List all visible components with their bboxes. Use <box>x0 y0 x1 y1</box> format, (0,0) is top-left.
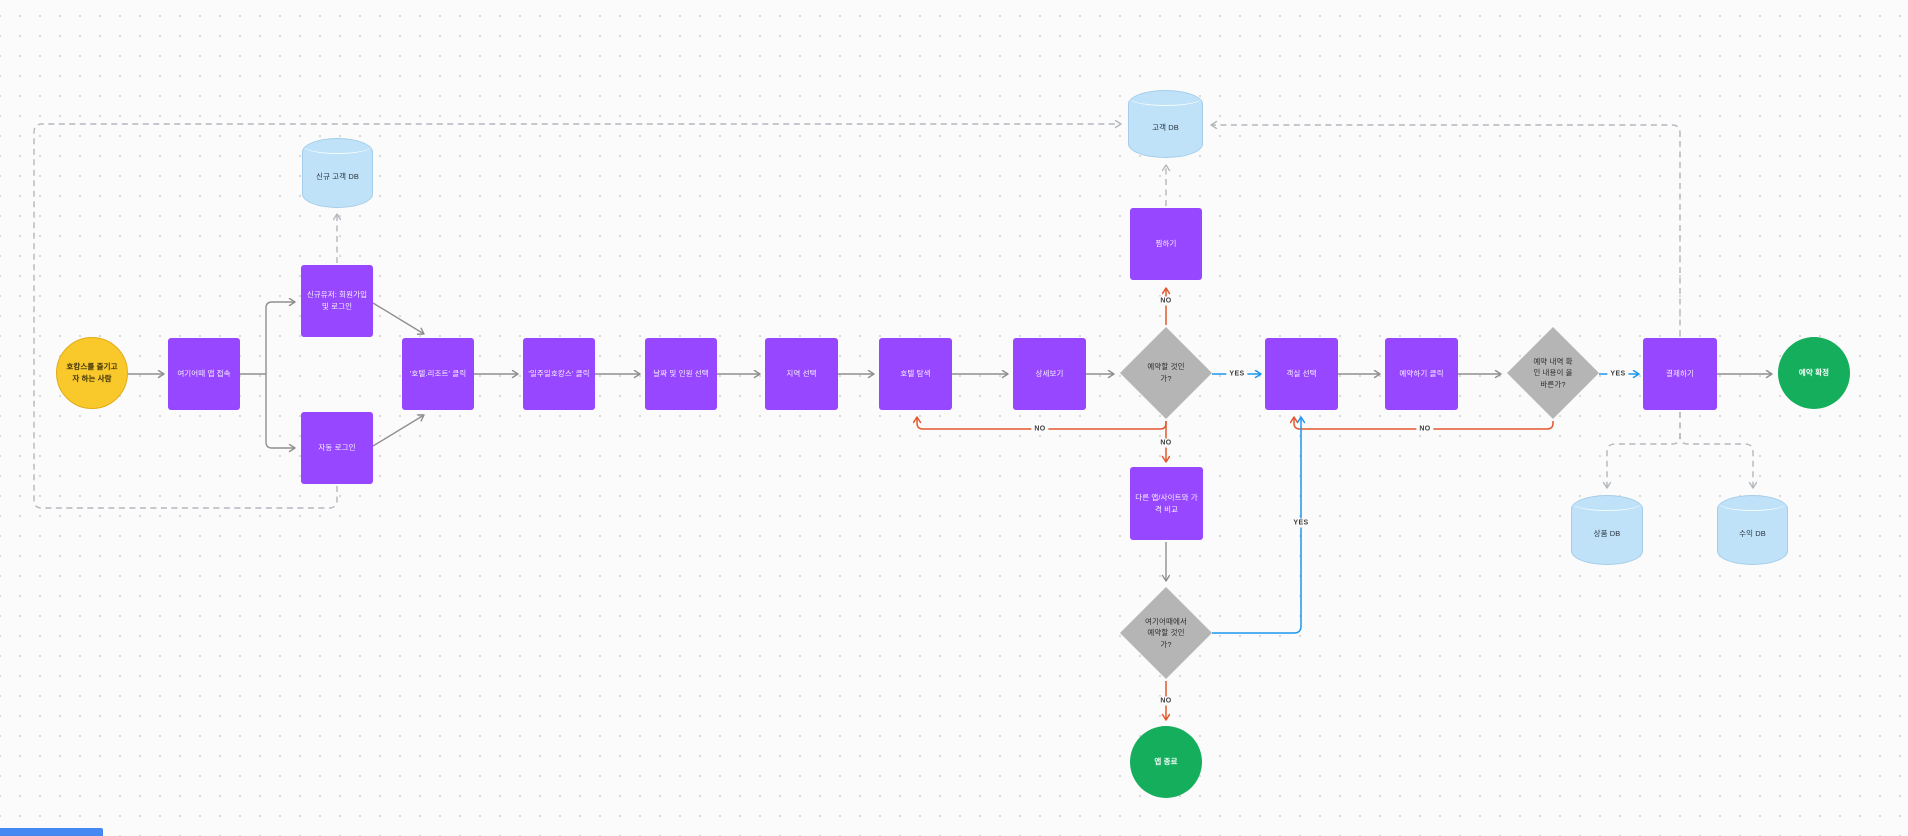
edge-label-no-loop-room: NO <box>1416 424 1434 434</box>
edge-label-no-exit: NO <box>1157 696 1175 706</box>
node-app-access[interactable]: 여기어때 앱 접속 <box>168 338 240 410</box>
edge-split-to-autologin <box>265 374 295 448</box>
edge-payment-to-customerdb <box>1211 125 1681 336</box>
node-auto-login[interactable]: 자동 로그인 <box>301 412 373 484</box>
edge-autologin-to-hotelresort <box>372 415 424 447</box>
edge-label-yes-decision3: YES <box>1290 518 1312 528</box>
node-room-select[interactable]: 객실 선택 <box>1265 338 1338 410</box>
node-app-exit[interactable]: 앱 종료 <box>1130 726 1202 798</box>
node-payment[interactable]: 결제하기 <box>1643 338 1717 410</box>
node-date-people-select[interactable]: 날짜 및 인원 선택 <box>645 338 717 410</box>
node-week-hocance-click[interactable]: '일주일호캉스' 클릭 <box>523 338 595 410</box>
node-booking-confirmed[interactable]: 예약 확정 <box>1778 337 1850 409</box>
edge-label-yes-decision1: YES <box>1226 369 1248 379</box>
edge-label-yes-decision2: YES <box>1607 369 1629 379</box>
edge-label-no-compare: NO <box>1157 438 1175 448</box>
node-hotel-resort-click[interactable]: '호텔.리조트' 클릭 <box>402 338 474 410</box>
edge-label-no-loop-search: NO <box>1031 424 1049 434</box>
node-revenue-db[interactable]: 수익 DB <box>1717 495 1788 565</box>
edge-payment-to-productdb <box>1607 412 1681 488</box>
node-customer-db[interactable]: 고객 DB <box>1128 90 1203 158</box>
edge-split-to-signup <box>265 302 295 374</box>
edge-payment-to-revenuedb <box>1679 412 1753 488</box>
node-detail-view[interactable]: 상세보기 <box>1013 338 1086 410</box>
edge-autologin-to-customerdb <box>33 124 1121 509</box>
node-wishlist[interactable]: 찜하기 <box>1130 208 1202 280</box>
edge-yes-decision3-to-room <box>1212 417 1301 634</box>
edge-signup-to-hotelresort <box>372 302 424 334</box>
edge-label-no-wishlist: NO <box>1157 296 1175 306</box>
node-region-select[interactable]: 지역 선택 <box>765 338 838 410</box>
node-booking-click[interactable]: 예약하기 클릭 <box>1385 338 1458 410</box>
node-hotel-search[interactable]: 호텔 탐색 <box>879 338 952 410</box>
node-new-user-signup[interactable]: 신규유저: 회원가입 및 로그인 <box>301 265 373 337</box>
node-product-db[interactable]: 상품 DB <box>1571 495 1643 565</box>
node-compare-prices[interactable]: 다른 앱/사이트와 가 격 비교 <box>1130 467 1203 540</box>
node-new-customer-db[interactable]: 신규 고객 DB <box>302 138 373 208</box>
toolbar-fragment[interactable] <box>0 828 103 836</box>
node-start-person[interactable]: 호캉스를 즐기고 자 하는 사람 <box>56 337 128 409</box>
